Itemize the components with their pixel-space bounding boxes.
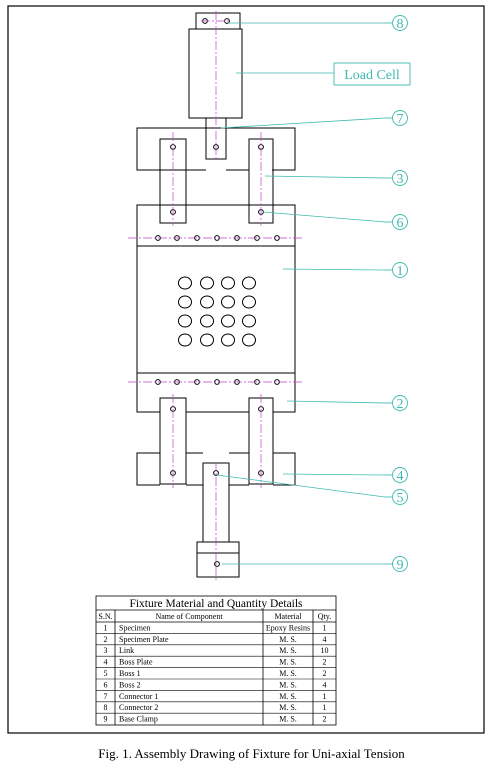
cell-material: M. S.	[279, 680, 297, 689]
cell-name: Base Clamp	[119, 715, 158, 724]
load-cell	[188, 28, 243, 119]
cell-material: M. S.	[279, 715, 297, 724]
cell-sn: 7	[104, 692, 108, 701]
table-row: 1 Specimen Epoxy Resins 1	[104, 623, 327, 632]
header-qty: Qty.	[318, 612, 331, 621]
table-row: 6 Boss 2 M. S. 4	[104, 680, 327, 689]
load-cell-label: Load Cell	[344, 68, 400, 83]
table-title: Fixture Material and Quantity Details	[129, 598, 303, 610]
callout-8: 8	[397, 17, 404, 32]
upper-links	[159, 138, 274, 224]
header-material: Material	[274, 612, 302, 621]
cell-qty: 1	[323, 703, 327, 712]
cell-sn: 8	[104, 703, 108, 712]
leader-lines	[216, 22, 386, 565]
callout-bubbles	[333, 15, 411, 572]
table-row: 9 Base Clamp M. S. 2	[104, 715, 327, 724]
table-row: 3 Link M. S. 10	[104, 646, 329, 655]
callout-1: 1	[397, 264, 404, 279]
cell-material: M. S.	[279, 692, 297, 701]
callout-9: 9	[397, 558, 404, 573]
cell-material: M. S.	[279, 635, 297, 644]
cell-name: Boss Plate	[119, 658, 153, 667]
drawing-border	[7, 5, 485, 734]
callout-7: 7	[397, 112, 404, 127]
cell-name: Connector 2	[119, 703, 158, 712]
callout-4: 4	[397, 469, 404, 484]
cell-material: M. S.	[279, 646, 297, 655]
cell-sn: 3	[104, 646, 108, 655]
table-row: 5 Boss 1 M. S. 2	[104, 669, 327, 678]
bom-row-lines	[96, 633, 336, 714]
cell-sn: 4	[104, 658, 108, 667]
figure-caption: Fig. 1. Assembly Drawing of Fixture for …	[98, 746, 405, 761]
cell-qty: 2	[323, 658, 327, 667]
table-row: 4 Boss Plate M. S. 2	[104, 658, 327, 667]
cell-qty: 4	[323, 680, 327, 689]
callout-2: 2	[397, 397, 404, 412]
cell-qty: 4	[323, 635, 327, 644]
specimen-assembly	[136, 204, 296, 413]
cell-sn: 1	[104, 623, 108, 632]
cell-name: Link	[119, 646, 134, 655]
center-lines	[128, 11, 303, 582]
cell-qty: 2	[323, 715, 327, 724]
cell-qty: 10	[321, 646, 329, 655]
callout-3: 3	[397, 172, 404, 187]
callout-bubble-tails	[385, 22, 392, 565]
cell-name: Specimen Plate	[119, 635, 169, 644]
cell-name: Boss 2	[119, 680, 141, 689]
cell-material: Epoxy Resins	[266, 623, 310, 632]
cell-material: M. S.	[279, 703, 297, 712]
callout-5: 5	[397, 491, 404, 506]
base-clamp	[196, 541, 240, 578]
cell-name: Connector 1	[119, 692, 158, 701]
cell-qty: 1	[323, 692, 327, 701]
cell-sn: 9	[104, 715, 108, 724]
cell-sn: 5	[104, 669, 108, 678]
header-name: Name of Component	[155, 612, 223, 621]
table-row: 7 Connector 1 M. S. 1	[104, 692, 327, 701]
cell-qty: 1	[323, 623, 327, 632]
bom-rows: 1 Specimen Epoxy Resins 1 2 Specimen Plate M. …	[104, 623, 329, 723]
lower-boss-plate	[136, 452, 296, 486]
header-sn: S.N.	[98, 612, 112, 621]
callout-6: 6	[397, 216, 404, 231]
cell-name: Boss 1	[119, 669, 141, 678]
cell-material: M. S.	[279, 669, 297, 678]
cell-material: M. S.	[279, 658, 297, 667]
cell-qty: 2	[323, 669, 327, 678]
specimen-hole-grid	[178, 276, 256, 347]
cell-sn: 2	[104, 635, 108, 644]
cell-name: Specimen	[119, 623, 151, 632]
cell-sn: 6	[104, 680, 108, 689]
table-row: 2 Specimen Plate M. S. 4	[104, 635, 327, 644]
table-row: 8 Connector 2 M. S. 1	[104, 703, 327, 712]
